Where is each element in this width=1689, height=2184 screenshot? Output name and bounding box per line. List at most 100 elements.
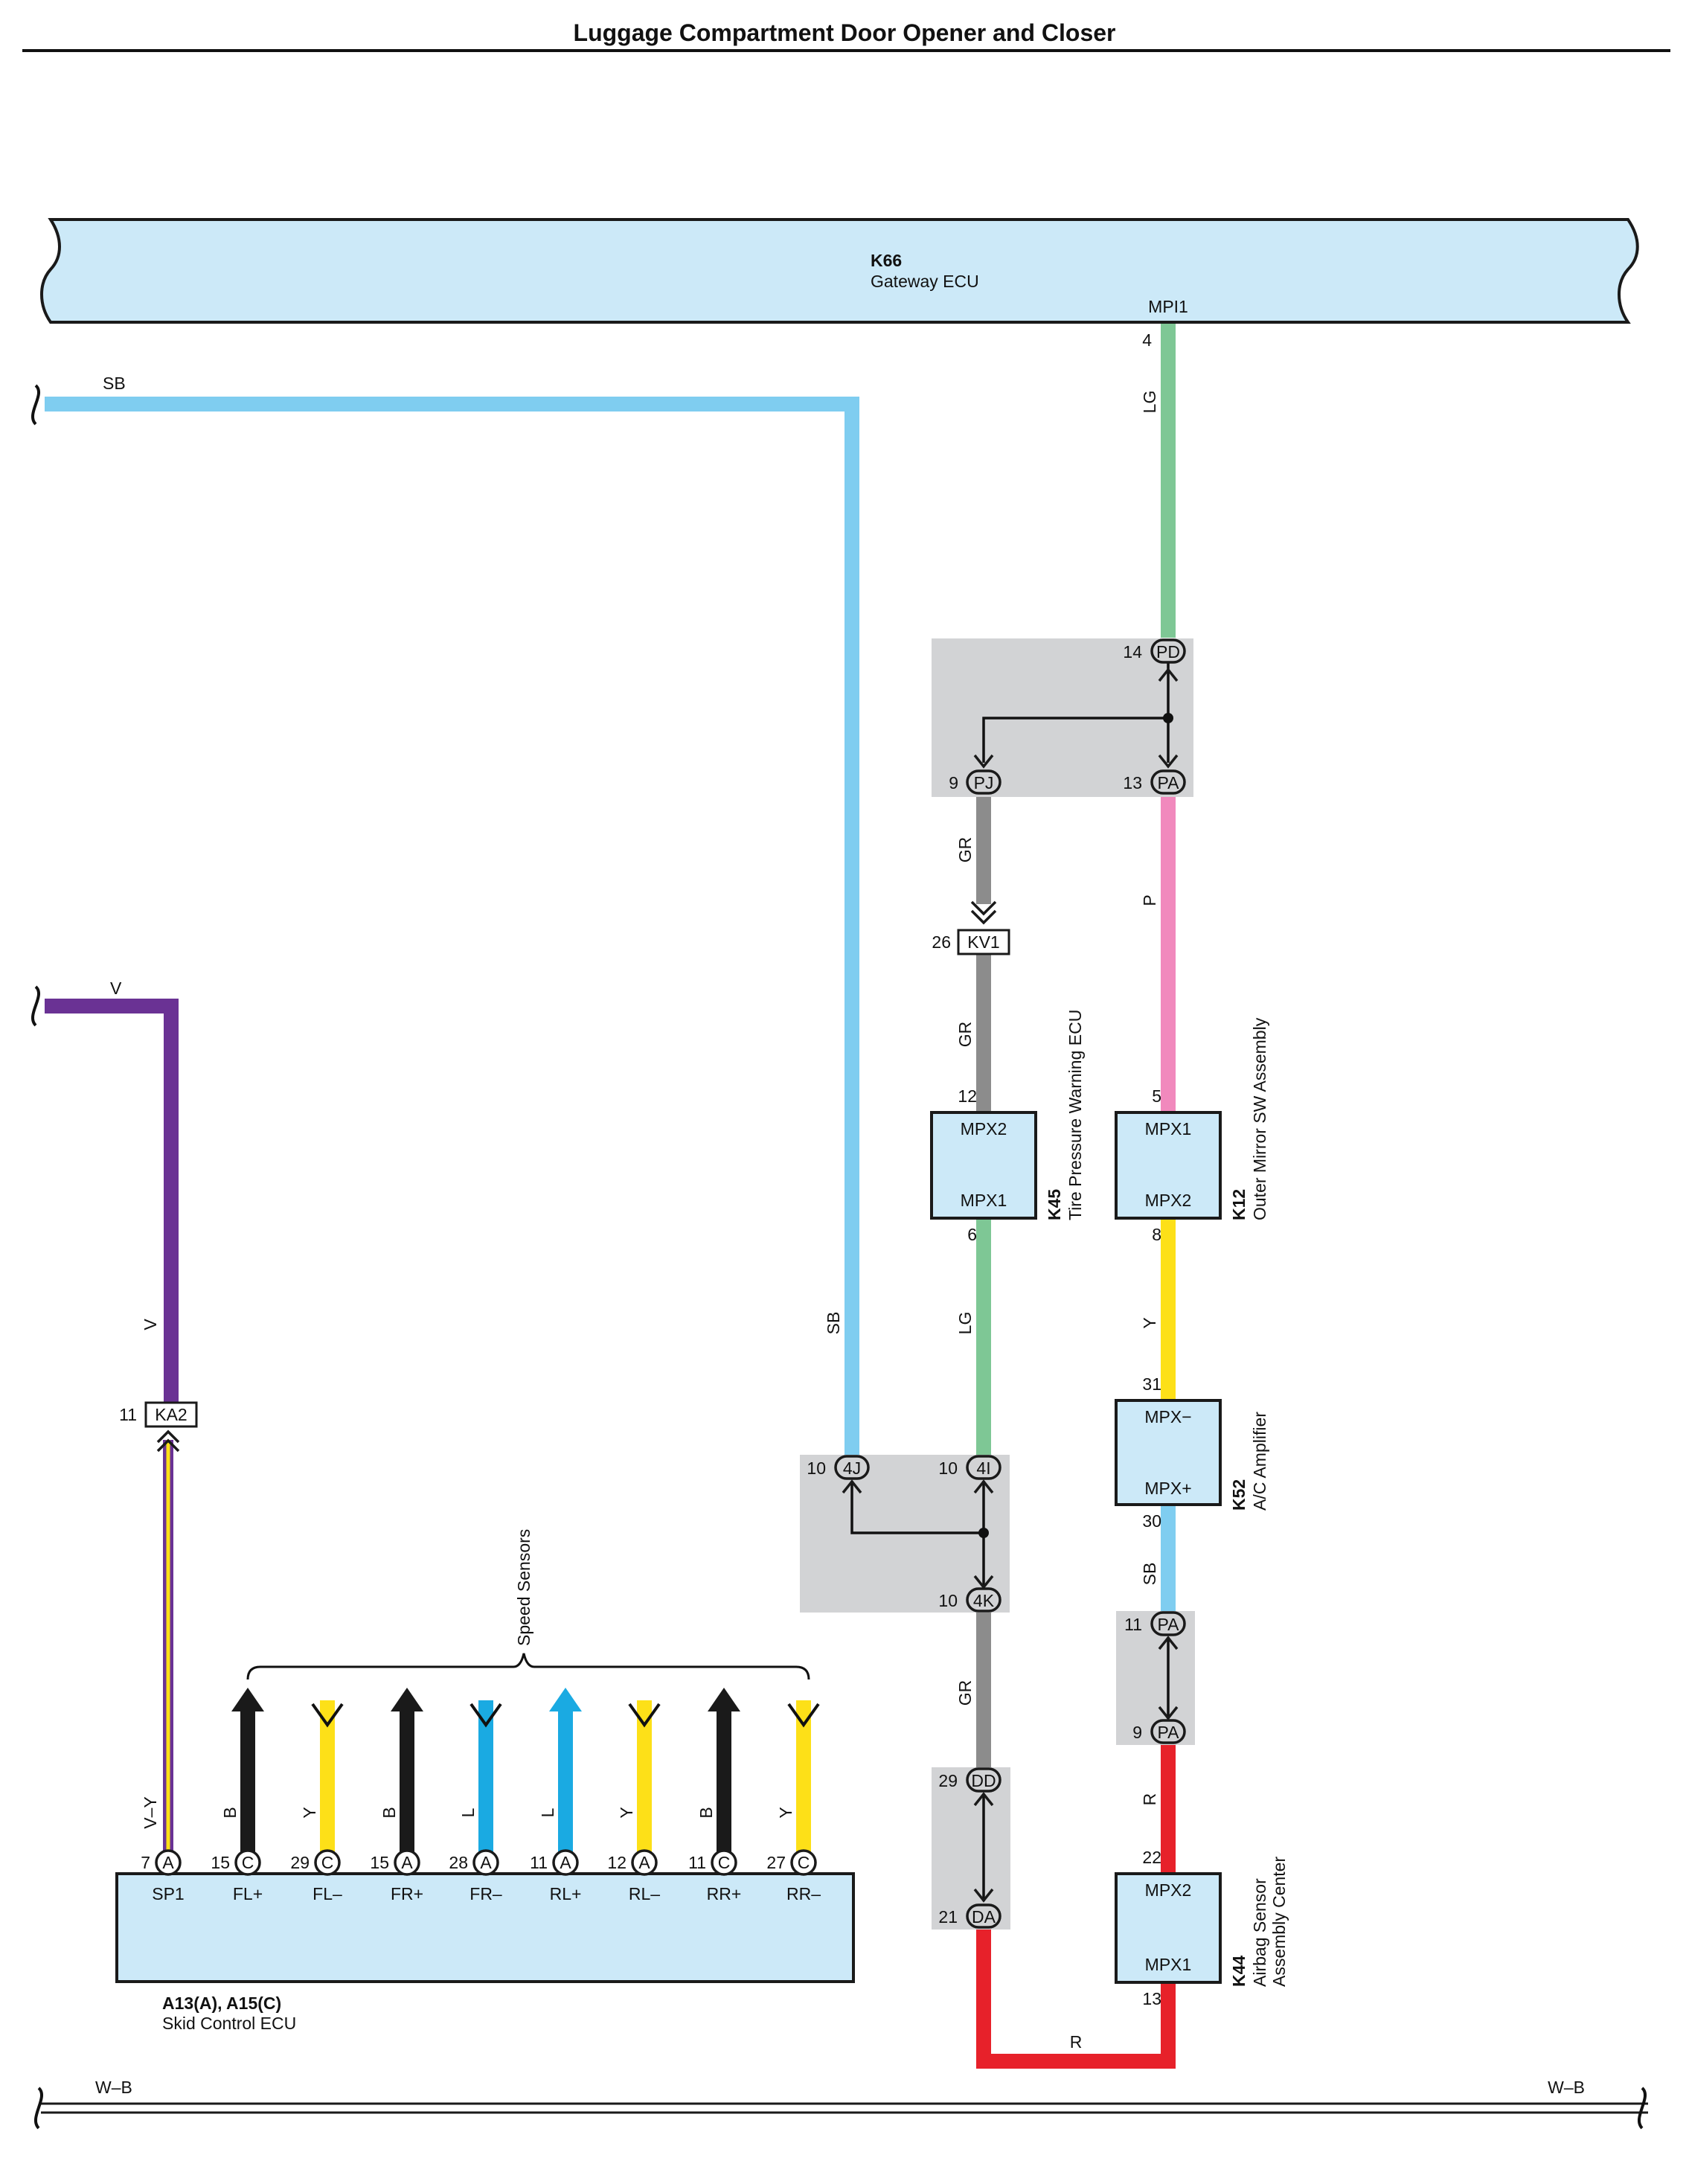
skid-name: Skid Control ECU xyxy=(162,2014,296,2033)
skid-terminal-conn-4: A xyxy=(480,1853,492,1872)
airbag-bottom-pin: 13 xyxy=(1142,1989,1161,2008)
junction-block-4: 4J 10 4I 10 4K 10 xyxy=(800,1455,1010,1613)
junction-pa-arrow-down xyxy=(1158,1706,1179,1720)
ac-code: K52 xyxy=(1229,1479,1249,1511)
connector-pa-11 xyxy=(1150,1611,1186,1636)
label-gr-pj: GR xyxy=(955,837,975,863)
junction-4-dot xyxy=(978,1528,989,1538)
junction-pd-arrow-down-pa xyxy=(1158,754,1179,769)
airbag-top-terminal: MPX2 xyxy=(1145,1880,1192,1900)
sensor-wire-label-7: B xyxy=(696,1807,716,1818)
connector-pd-label: PD xyxy=(1156,642,1180,662)
junction-pd-arrow-down-pj xyxy=(973,754,994,769)
skid-terminal-circle-0 xyxy=(155,1849,182,1876)
skid-terminal-circle-8 xyxy=(790,1849,817,1876)
label-sb-vertical: SB xyxy=(824,1312,843,1335)
label-gr-4k: GR xyxy=(955,1680,975,1706)
ac-bottom-terminal: MPX+ xyxy=(1144,1479,1191,1498)
tpw-bottom-pin: 6 xyxy=(967,1225,977,1244)
skid-terminal-pin-6: 12 xyxy=(607,1853,626,1872)
connector-kv1-arrow2 xyxy=(970,909,997,925)
skid-terminal-name-5: RL+ xyxy=(550,1884,582,1903)
sensor-arrow-down-6 xyxy=(628,1703,661,1728)
speed-sensors-brace xyxy=(246,1653,810,1680)
airbag-sensor: MPX2 MPX1 22 13 K44 Airbag Sensor Assemb… xyxy=(1115,1848,1289,2008)
connector-pa-9-label: PA xyxy=(1158,1723,1180,1742)
connector-da-pin: 21 xyxy=(938,1907,958,1927)
sensor-wire-label-6: Y xyxy=(617,1807,636,1818)
connector-4i-label: 4I xyxy=(976,1458,990,1478)
skid-terminal-conn-5: A xyxy=(560,1853,571,1872)
speed-sensors-label: Speed Sensors xyxy=(514,1529,533,1646)
junction-pa-arrow-up xyxy=(1158,1636,1179,1650)
connector-pj-label: PJ xyxy=(974,773,994,792)
label-r-airbag: R xyxy=(1140,1793,1159,1806)
sensor-wire-label-3: B xyxy=(379,1807,399,1818)
junction-dd-arrow-down xyxy=(973,1888,994,1903)
skid-terminal-circle-3 xyxy=(394,1849,420,1876)
wires xyxy=(41,321,1648,2114)
skid-terminal-pin-4: 28 xyxy=(449,1853,468,1872)
connector-4k-pin: 10 xyxy=(938,1591,958,1610)
junction-dd-arrow-up xyxy=(973,1792,994,1807)
label-sb-ac: SB xyxy=(1140,1563,1159,1586)
junction-block-dd: DD 29 DA 21 xyxy=(932,1767,1010,1930)
junction-pd-arrow-up xyxy=(1158,667,1179,682)
connector-pa-11-pin: 11 xyxy=(1124,1615,1142,1634)
wire-break-v xyxy=(31,985,41,1027)
sensor-arrow-up-3 xyxy=(391,1688,423,1711)
gateway-ecu: K66 Gateway ECU MPI1 4 xyxy=(40,218,1639,350)
skid-terminal-circle-4 xyxy=(472,1849,499,1876)
skid-terminal-name-3: FR+ xyxy=(391,1884,423,1903)
gateway-terminal: MPI1 xyxy=(1148,297,1188,316)
sensor-wire-label-vy: V–Y xyxy=(141,1796,160,1828)
skid-terminal-conn-1: C xyxy=(242,1853,254,1872)
sensor-arrow-up-5 xyxy=(549,1688,582,1711)
mirror-sw: MPX1 MPX2 5 8 K12 Outer Mirror SW Assemb… xyxy=(1115,1017,1269,1244)
label-p-mirror: P xyxy=(1140,894,1159,906)
tpw-top-pin: 12 xyxy=(958,1086,977,1106)
skid-terminal-name-8: RR– xyxy=(786,1884,821,1903)
mirror-sw-box xyxy=(1115,1111,1222,1220)
sensor-wire-label-4: L xyxy=(458,1807,478,1817)
mirror-top-terminal: MPX1 xyxy=(1145,1119,1192,1139)
connector-kv1-arrow1 xyxy=(970,900,997,916)
skid-terminal-conn-7: C xyxy=(718,1853,731,1872)
connector-ka2: KA2 11 xyxy=(119,1401,198,1453)
connector-kv1-pin: 26 xyxy=(932,932,951,952)
tpw-top-terminal: MPX2 xyxy=(961,1119,1007,1139)
skid-terminals: A7SP1C15FL+C29FL–A15FR+A28FR–A11RL+A12RL… xyxy=(141,1849,821,1903)
sensor-arrow-down-4 xyxy=(469,1703,502,1728)
connector-ka2-arrow2 xyxy=(156,1438,180,1453)
skid-terminal-conn-8: C xyxy=(798,1853,810,1872)
skid-terminal-name-6: RL– xyxy=(629,1884,660,1903)
connector-4i-pin: 10 xyxy=(938,1458,958,1478)
skid-ecu-box xyxy=(115,1872,855,1983)
connector-4j-label: 4J xyxy=(843,1458,861,1478)
connector-pa-top xyxy=(1150,769,1186,795)
skid-terminal-conn-2: C xyxy=(321,1853,334,1872)
connector-pj xyxy=(966,769,1001,795)
mirror-code: K12 xyxy=(1229,1189,1249,1220)
page-title: Luggage Compartment Door Opener and Clos… xyxy=(574,19,1116,46)
skid-terminal-name-1: FL+ xyxy=(233,1884,263,1903)
connector-ka2-label: KA2 xyxy=(155,1405,187,1424)
skid-terminal-pin-2: 29 xyxy=(290,1853,310,1872)
airbag-bottom-terminal: MPX1 xyxy=(1145,1955,1192,1974)
mirror-bottom-pin: 8 xyxy=(1152,1225,1161,1244)
ac-name: A/C Amplifier xyxy=(1250,1412,1269,1511)
skid-terminal-pin-1: 15 xyxy=(211,1853,230,1872)
tpw-ecu: MPX2 MPX1 12 6 K45 Tire Pressure Warning… xyxy=(930,1010,1085,1244)
mirror-bottom-terminal: MPX2 xyxy=(1145,1191,1192,1210)
connector-4j-pin: 10 xyxy=(807,1458,826,1478)
wire-break-sb xyxy=(31,384,41,426)
ac-amplifier: MPX− MPX+ 31 30 K52 A/C Amplifier xyxy=(1115,1374,1269,1531)
sensor-arrow-down-8 xyxy=(787,1703,820,1728)
skid-terminal-name-2: FL– xyxy=(313,1884,342,1903)
sensor-wire-label-5: L xyxy=(538,1807,557,1817)
junction-4-arrow-down-4k xyxy=(973,1575,994,1589)
connector-kv1-label: KV1 xyxy=(967,932,999,952)
sensor-wire-label-1: B xyxy=(220,1807,240,1818)
ac-top-pin: 31 xyxy=(1142,1374,1161,1394)
